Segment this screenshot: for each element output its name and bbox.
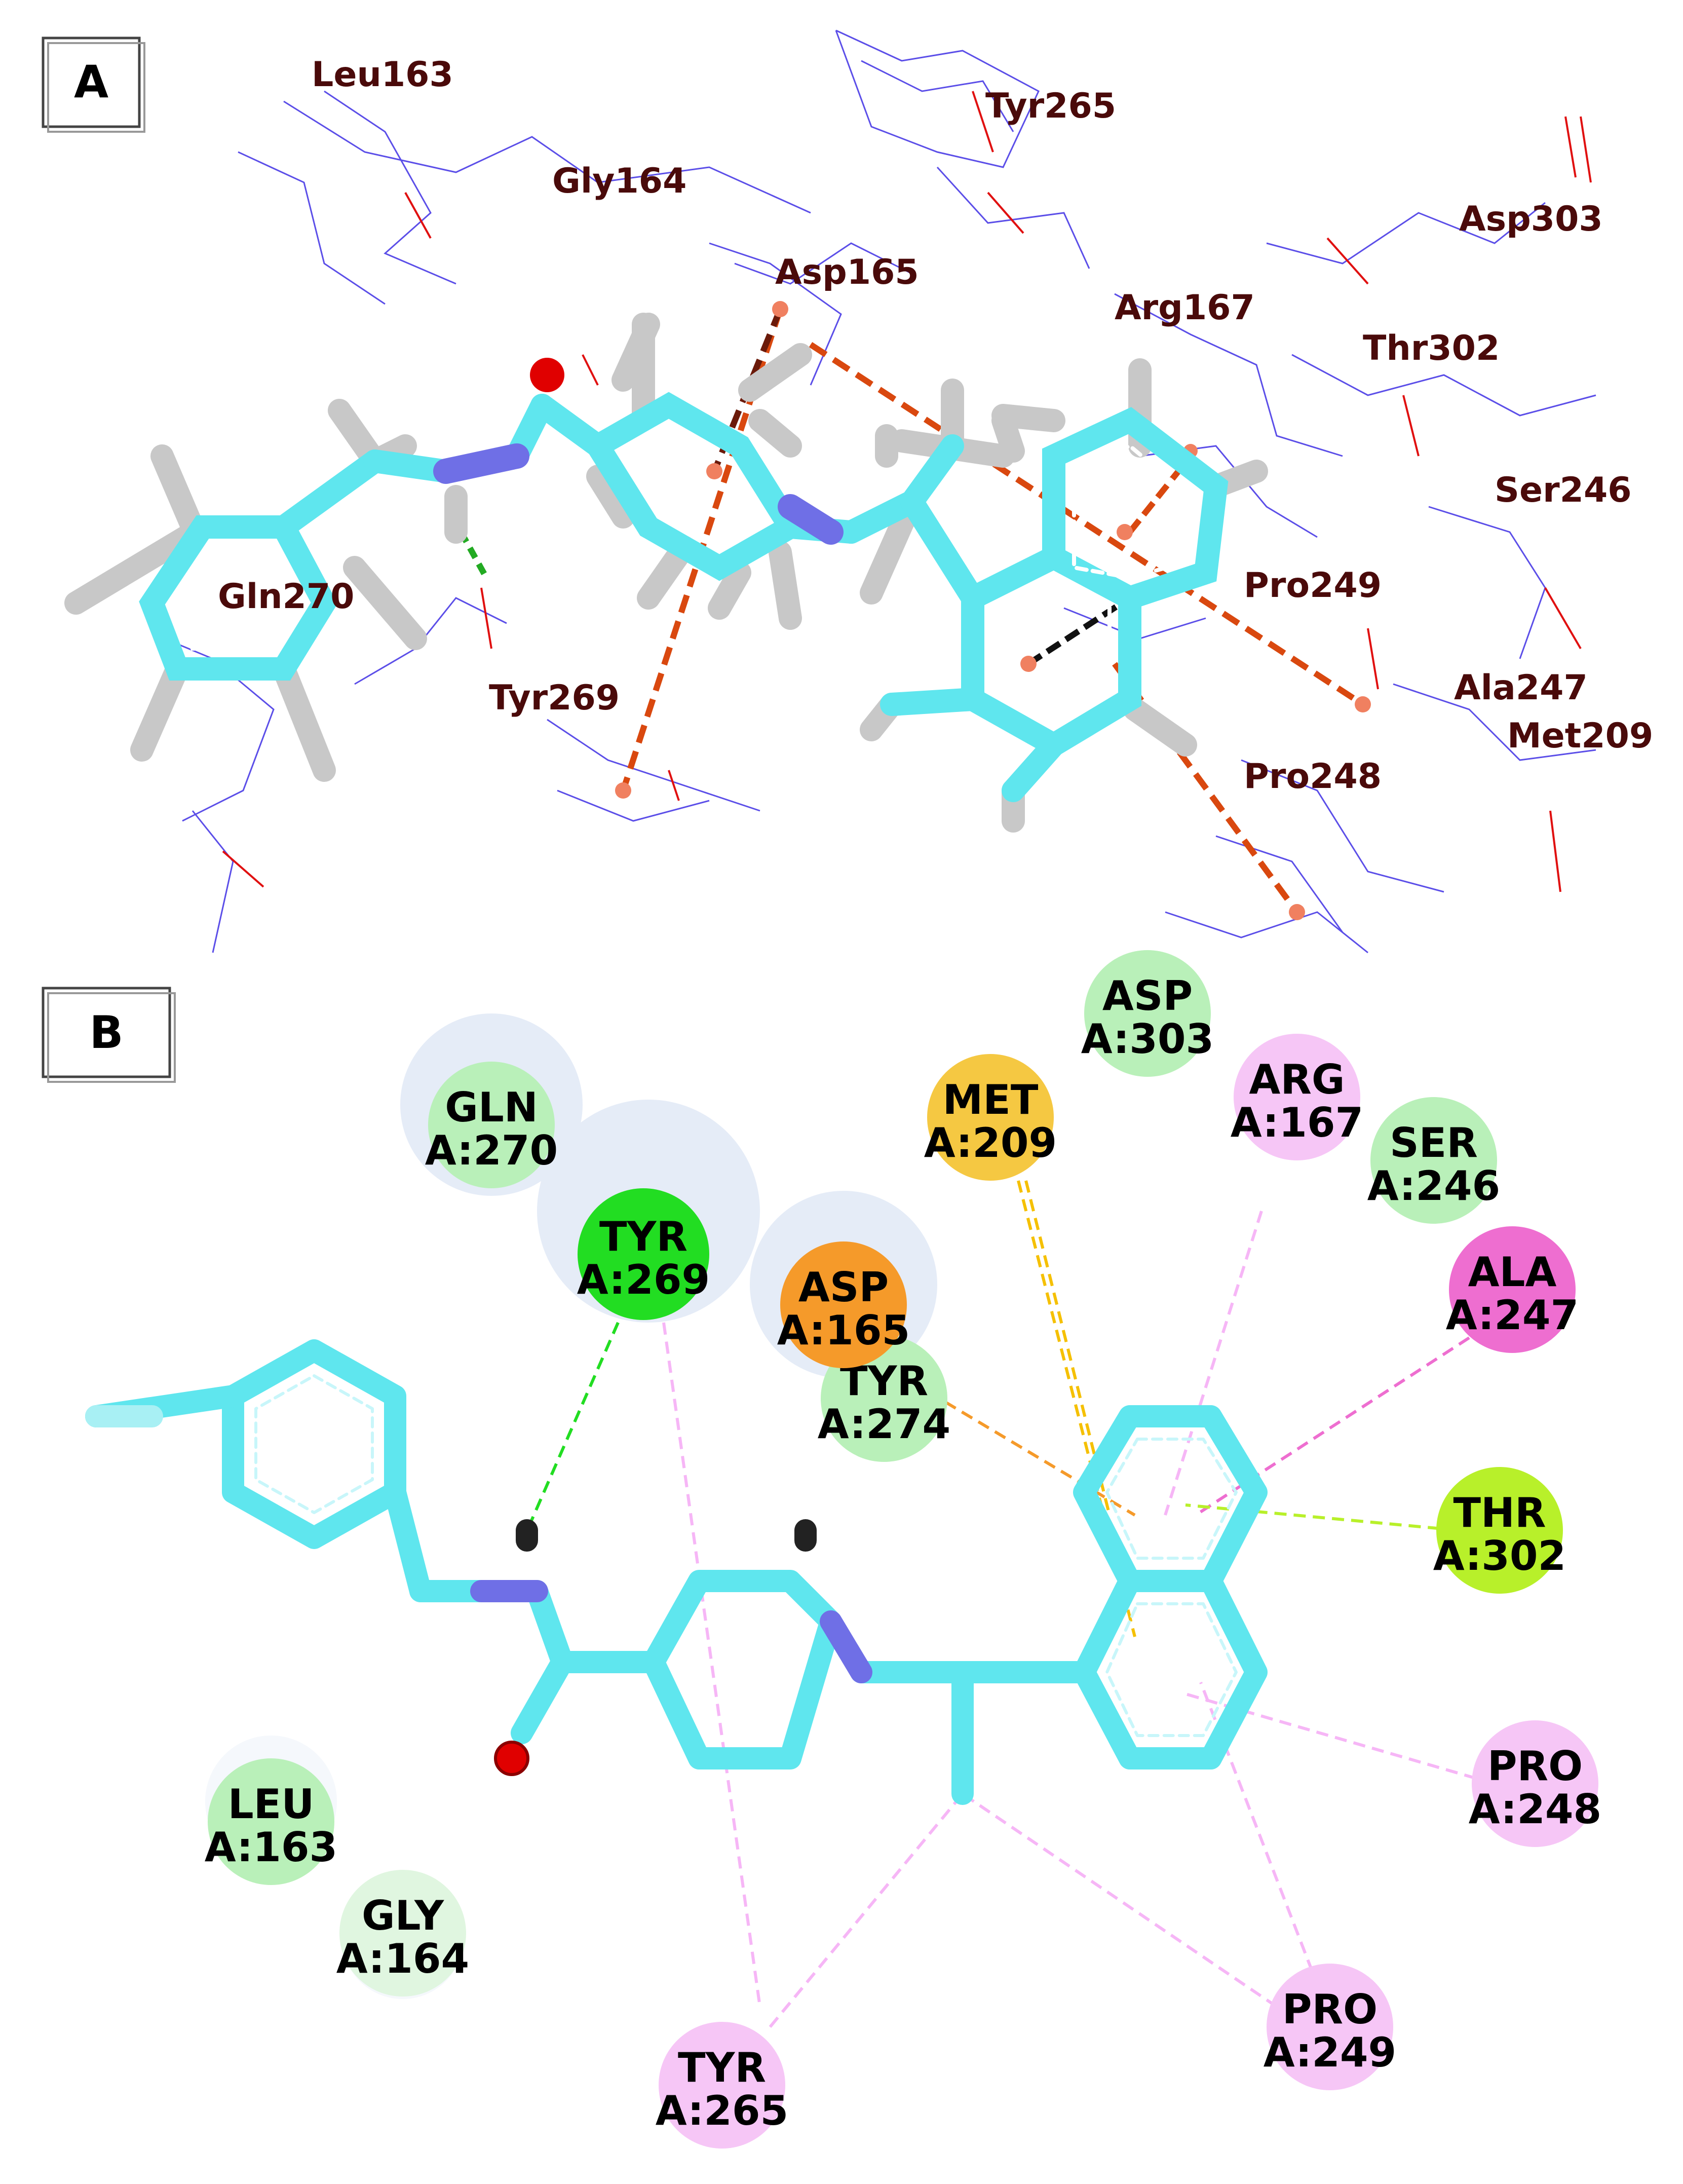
svg-text:A:246: A:246 (1367, 1162, 1500, 1210)
svg-text:ARG: ARG (1249, 1056, 1345, 1103)
panel-a-label-box (42, 36, 141, 128)
residue-label: Met209 (1507, 716, 1653, 756)
svg-text:A:167: A:167 (1231, 1099, 1363, 1146)
svg-text:THR: THR (1453, 1489, 1546, 1536)
panel-a-interactions (458, 308, 1365, 914)
residue-met209: MET A:209 (924, 1054, 1057, 1181)
residue-tyr269: TYR A:269 (577, 1188, 710, 1320)
residue-asp165: ASP A:165 (777, 1241, 910, 1368)
svg-text:A:164: A:164 (336, 1935, 469, 1982)
svg-text:A:163: A:163 (205, 1824, 337, 1871)
svg-text:A:274: A:274 (818, 1401, 950, 1448)
residue-label: Gly164 (552, 161, 686, 201)
svg-text:A:269: A:269 (577, 1256, 710, 1303)
svg-text:A:209: A:209 (924, 1119, 1057, 1166)
svg-text:A:302: A:302 (1433, 1532, 1566, 1579)
svg-text:LEU: LEU (228, 1781, 315, 1828)
svg-text:MET: MET (943, 1076, 1039, 1123)
panel-a: A (42, 29, 1653, 954)
residue-tyr265: TYR A:265 (656, 2022, 788, 2149)
residue-ser246: SER A:246 (1367, 1097, 1500, 1224)
residue-thr302: THR A:302 (1433, 1467, 1566, 1594)
svg-text:ASP: ASP (798, 1264, 889, 1311)
residue-label: Leu163 (312, 55, 453, 95)
residue-label: Pro249 (1244, 566, 1382, 606)
residue-label: Tyr265 (985, 86, 1116, 126)
residue-label: Pro248 (1244, 757, 1382, 797)
panel-b-residues: ASP A:303 ARG A:167 MET A:209 SER A:246 … (205, 950, 1601, 2149)
residue-asp303: ASP A:303 (1081, 950, 1214, 1077)
residue-label: Arg167 (1115, 288, 1255, 328)
residue-label: Tyr269 (489, 678, 620, 718)
svg-text:PRO: PRO (1282, 1986, 1378, 2033)
svg-text:A:270: A:270 (425, 1127, 558, 1174)
panel-a-residue-labels: Leu163 Tyr265 Gly164 Asp165 Asp303 Arg16… (218, 55, 1653, 797)
protein-wireframe-oxygens (222, 91, 1592, 892)
panel-b-label: B (89, 1006, 123, 1059)
ligand-2d-structure (85, 1339, 1268, 1805)
residue-arg167: ARG A:167 (1231, 1034, 1363, 1160)
svg-text:TYR: TYR (678, 2044, 766, 2091)
svg-text:GLN: GLN (445, 1084, 538, 1131)
panel-b-label-box (42, 987, 171, 1078)
residue-label: Asp165 (775, 252, 919, 292)
svg-text:PRO: PRO (1487, 1743, 1583, 1790)
svg-text:SER: SER (1390, 1119, 1478, 1166)
residue-ala247: ALA A:247 (1446, 1226, 1579, 1353)
residue-label: Ala247 (1454, 668, 1588, 708)
svg-text:ALA: ALA (1468, 1249, 1557, 1296)
svg-text:A:265: A:265 (656, 2087, 788, 2134)
residue-label: Ser246 (1495, 470, 1632, 510)
residue-leu163: LEU A:163 (205, 1758, 337, 1885)
svg-text:A:303: A:303 (1081, 1015, 1214, 1063)
panel-b: B (42, 950, 1601, 2149)
residue-pro249: PRO A:249 (1264, 1964, 1396, 2090)
svg-text:A:247: A:247 (1446, 1292, 1579, 1339)
residue-gln270: GLN A:270 (425, 1062, 558, 1188)
svg-text:TYR: TYR (599, 1213, 687, 1260)
residue-label: Gln270 (218, 577, 354, 617)
residue-label: Thr302 (1363, 328, 1500, 368)
panel-a-label: A (74, 56, 108, 108)
svg-text:A:248: A:248 (1469, 1786, 1601, 1833)
svg-text:A:249: A:249 (1264, 2029, 1396, 2076)
protein-wireframe (151, 29, 1596, 954)
residue-label: Asp303 (1459, 199, 1603, 239)
svg-text:ASP: ASP (1102, 972, 1193, 1020)
svg-text:A:165: A:165 (777, 1307, 910, 1354)
ligand-3d-model (64, 313, 1268, 833)
svg-text:GLY: GLY (362, 1892, 444, 1939)
residue-pro248: PRO A:248 (1469, 1720, 1601, 1847)
residue-gly164: GLY A:164 (336, 1870, 469, 1997)
